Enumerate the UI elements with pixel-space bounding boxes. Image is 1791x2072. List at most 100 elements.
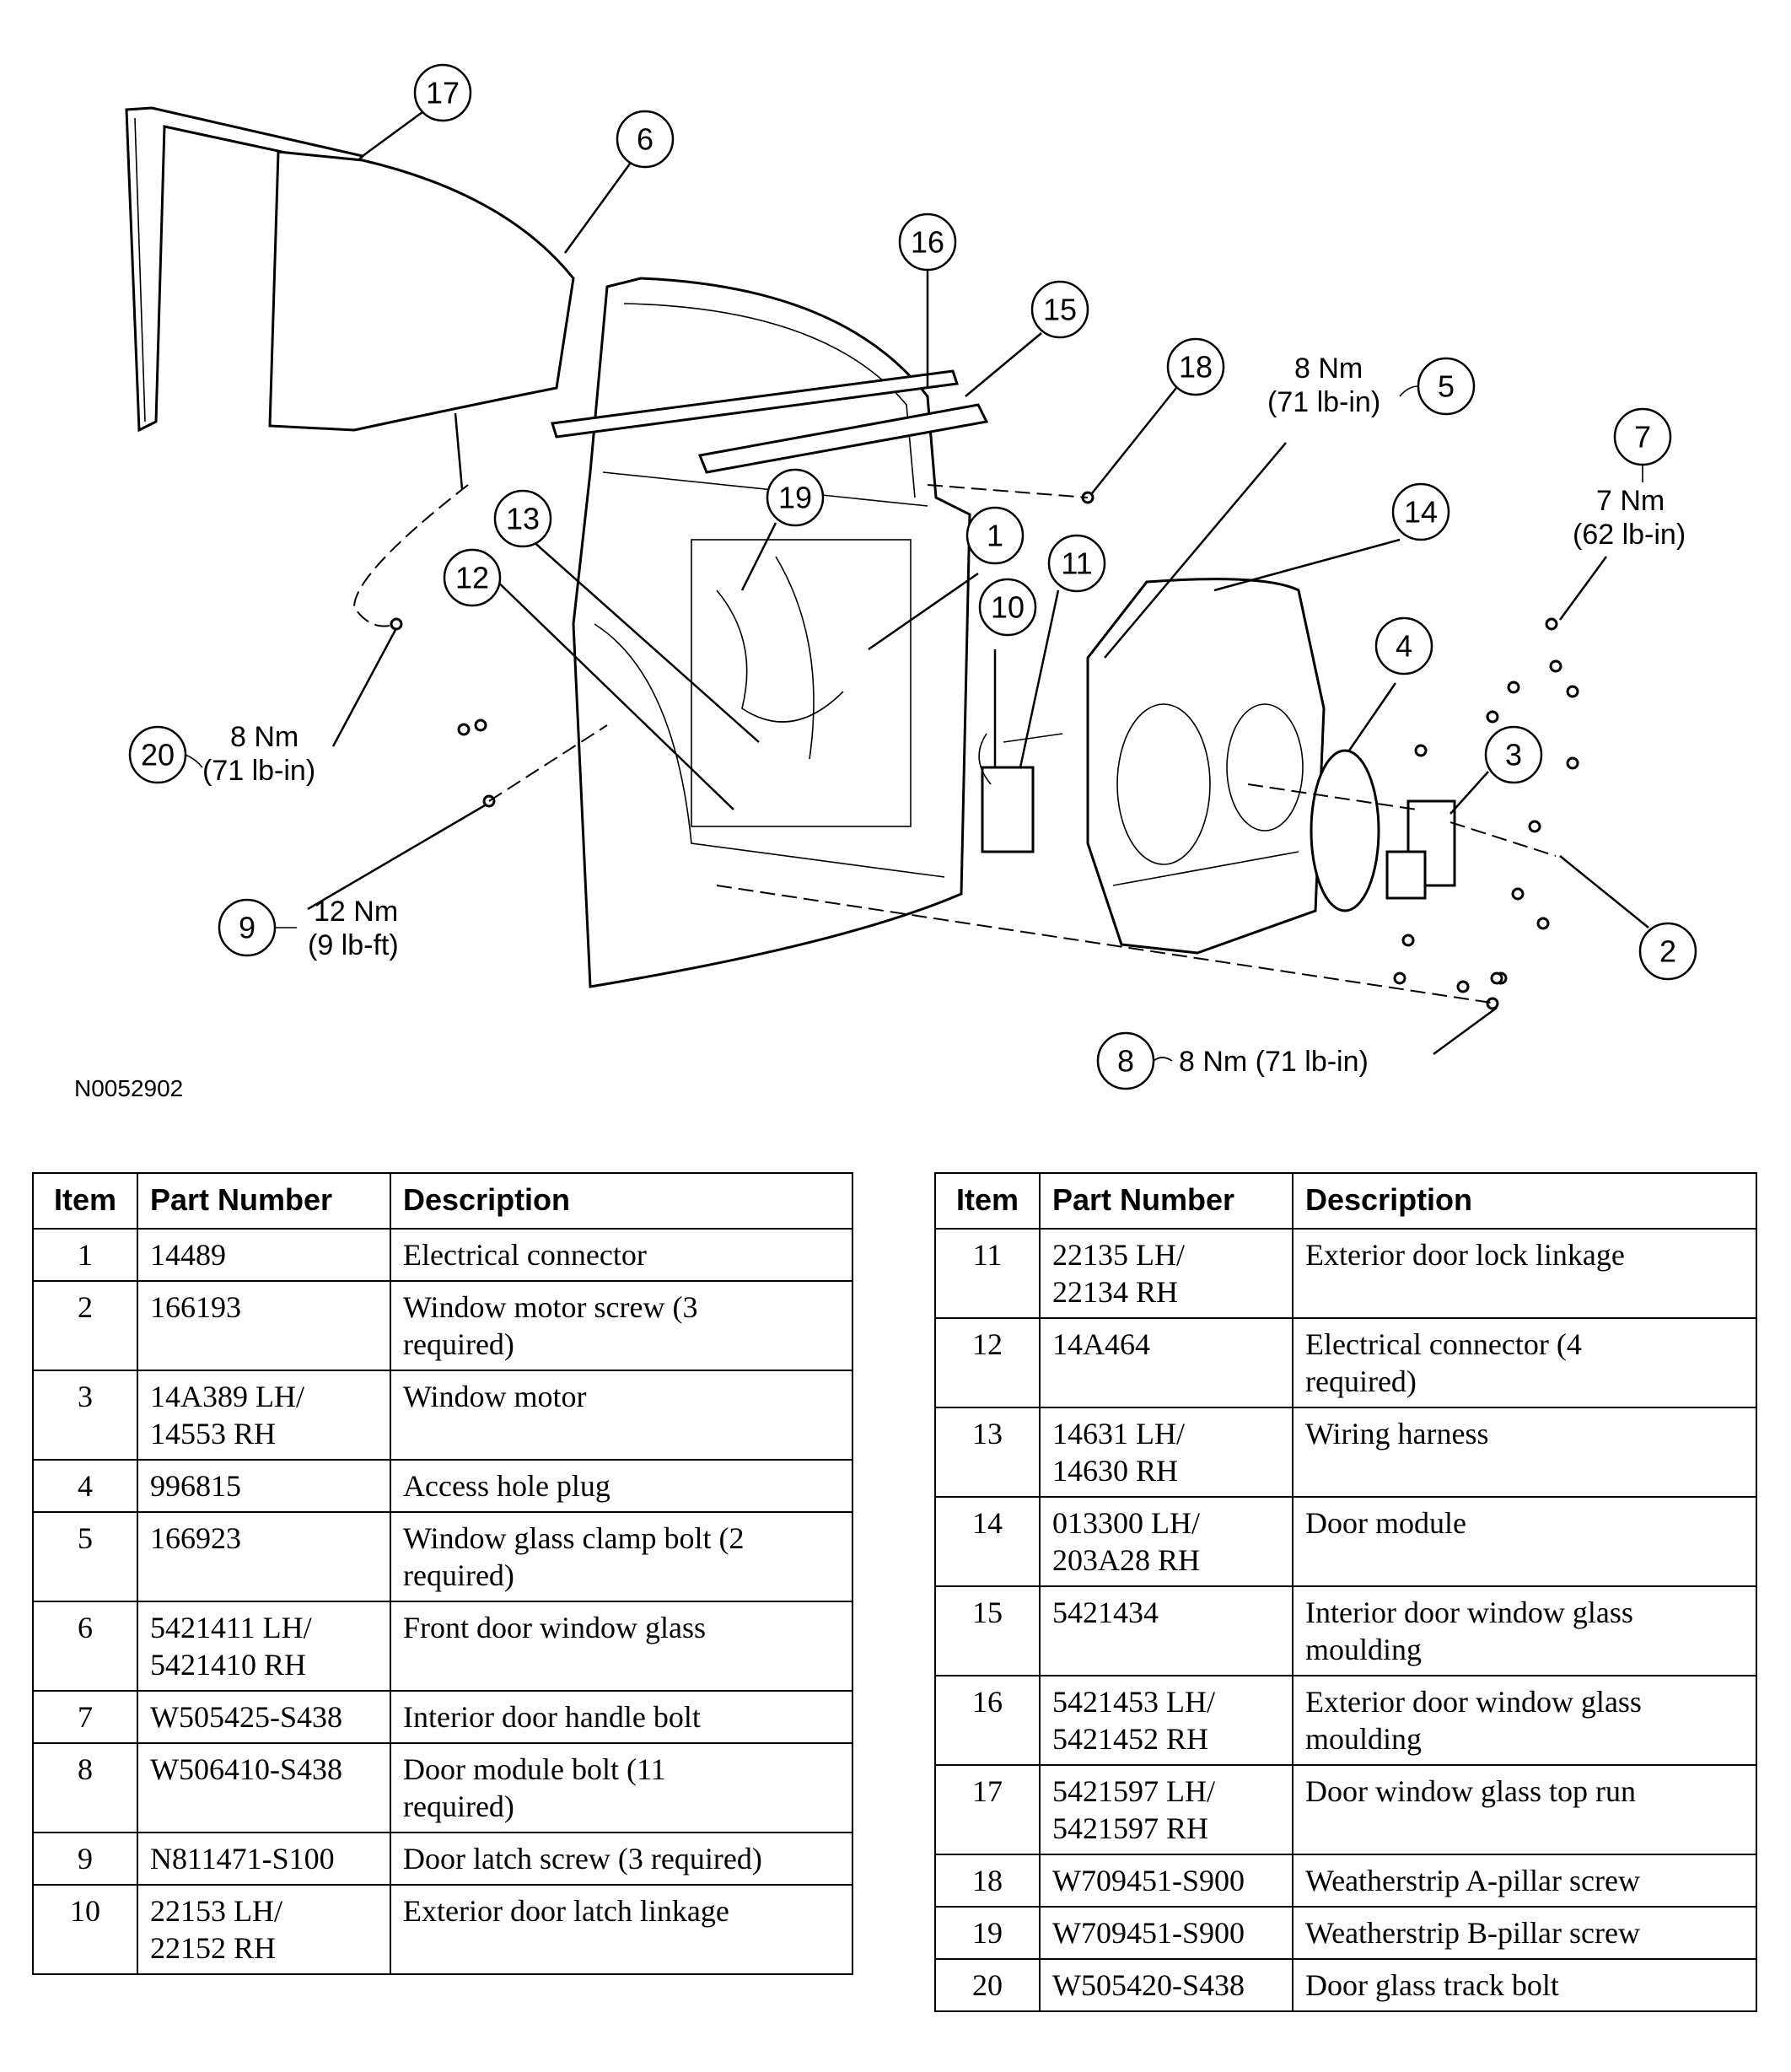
svg-text:6: 6 bbox=[637, 122, 653, 157]
cell-item: 7 bbox=[32, 1690, 138, 1744]
torque-labels: 8 Nm (71 lb-in) 7 Nm (62 lb-in) 8 Nm (71… bbox=[185, 353, 1686, 1078]
description-line: Exterior door lock linkage bbox=[1305, 1238, 1625, 1272]
torque-9-nm: 12 Nm bbox=[314, 896, 398, 928]
svg-text:10: 10 bbox=[991, 590, 1025, 625]
svg-text:12: 12 bbox=[455, 561, 489, 595]
cell-description: Weatherstrip A-pillar screw bbox=[1292, 1854, 1757, 1908]
part-number-line: 22134 RH bbox=[1052, 1275, 1179, 1309]
cell-part-number: 14631 LH/14630 RH bbox=[1039, 1407, 1294, 1498]
svg-text:7: 7 bbox=[1634, 420, 1651, 455]
description-line: Interior door handle bolt bbox=[403, 1700, 701, 1734]
cell-description: Door glass track bolt bbox=[1292, 1958, 1757, 2012]
callout-2: 2 bbox=[1638, 922, 1697, 981]
header-part-number: Part Number bbox=[137, 1172, 391, 1230]
svg-text:16: 16 bbox=[911, 225, 944, 260]
callout-4: 4 bbox=[1374, 616, 1433, 675]
leader-lines bbox=[307, 108, 1649, 1056]
part-number-line: 14630 RH bbox=[1052, 1454, 1179, 1488]
callout-18: 18 bbox=[1166, 337, 1225, 396]
description-line: required) bbox=[403, 1558, 514, 1592]
svg-text:4: 4 bbox=[1396, 629, 1412, 664]
torque-5-nm: 8 Nm bbox=[1294, 353, 1363, 385]
header-item: Item bbox=[32, 1172, 138, 1230]
cell-part-number: 14489 bbox=[137, 1228, 391, 1282]
cell-part-number: W709451-S900 bbox=[1039, 1906, 1294, 1960]
part-number-line: 996815 bbox=[150, 1469, 241, 1503]
part-number-line: 5421434 bbox=[1052, 1596, 1159, 1629]
header-part-number: Part Number bbox=[1039, 1172, 1294, 1230]
callout-15: 15 bbox=[1030, 280, 1089, 339]
callout-12: 12 bbox=[443, 548, 502, 607]
cell-item: 12 bbox=[934, 1317, 1041, 1408]
cell-item: 20 bbox=[934, 1958, 1041, 2012]
svg-text:8: 8 bbox=[1117, 1044, 1134, 1079]
exterior-moulding-part bbox=[551, 369, 959, 439]
cell-part-number: N811471-S100 bbox=[137, 1832, 391, 1886]
table-header-row: Item Part Number Description bbox=[934, 1172, 1757, 1230]
cell-part-number: 166193 bbox=[137, 1280, 391, 1371]
description-line: Exterior door window glass bbox=[1305, 1685, 1642, 1719]
torque-8: 8 Nm (71 lb-in) bbox=[1179, 1046, 1369, 1078]
cell-part-number: 14A464 bbox=[1039, 1317, 1294, 1408]
fasteners bbox=[390, 491, 1579, 1010]
part-number-line: 5421453 LH/ bbox=[1052, 1685, 1215, 1719]
svg-text:20: 20 bbox=[141, 738, 175, 772]
cell-description: Wiring harness bbox=[1292, 1407, 1757, 1498]
description-line: Window motor screw (3 bbox=[403, 1290, 698, 1324]
part-number-line: 166923 bbox=[150, 1521, 241, 1555]
cell-item: 3 bbox=[32, 1370, 138, 1461]
description-line: Access hole plug bbox=[403, 1469, 610, 1503]
svg-text:3: 3 bbox=[1505, 738, 1522, 772]
torque-20-nm: 8 Nm bbox=[230, 721, 298, 753]
door-module-part bbox=[1086, 578, 1326, 955]
part-number-line: W709451-S900 bbox=[1052, 1864, 1245, 1897]
cell-item: 14 bbox=[934, 1496, 1041, 1587]
part-number-line: 14553 RH bbox=[150, 1417, 277, 1450]
callout-9: 9 bbox=[218, 898, 277, 957]
cell-part-number: 14A389 LH/14553 RH bbox=[137, 1370, 391, 1461]
cell-item: 2 bbox=[32, 1280, 138, 1371]
torque-5-lb: (71 lb-in) bbox=[1267, 386, 1380, 418]
part-number-line: 203A28 RH bbox=[1052, 1543, 1201, 1577]
svg-text:14: 14 bbox=[1404, 495, 1438, 530]
part-number-line: 5421597 LH/ bbox=[1052, 1774, 1215, 1808]
cell-description: Window motor bbox=[390, 1370, 853, 1461]
part-number-line: W709451-S900 bbox=[1052, 1916, 1245, 1950]
description-line: Electrical connector bbox=[403, 1238, 647, 1272]
part-number-line: 14631 LH/ bbox=[1052, 1417, 1185, 1450]
torque-7-lb: (62 lb-in) bbox=[1573, 519, 1686, 551]
description-line: Door module bolt (11 bbox=[403, 1752, 666, 1786]
svg-text:15: 15 bbox=[1043, 293, 1077, 327]
description-line: required) bbox=[1305, 1364, 1417, 1398]
callout-7: 7 bbox=[1613, 407, 1672, 466]
callouts: 17 6 16 15 18 5 7 14 13 19 1 11 12 10 4 … bbox=[128, 63, 1697, 1090]
cell-part-number: 013300 LH/203A28 RH bbox=[1039, 1496, 1294, 1587]
table-row: 18 W709451-S900 Weatherstrip A-pillar scre… bbox=[934, 1854, 1757, 1908]
cell-item: 18 bbox=[934, 1854, 1041, 1908]
interior-moulding-part bbox=[697, 403, 989, 474]
cell-description: Door latch screw (3 required) bbox=[390, 1832, 853, 1886]
description-line: required) bbox=[403, 1789, 514, 1823]
torque-9-lb: (9 lb-ft) bbox=[308, 929, 399, 961]
part-number-line: 5421410 RH bbox=[150, 1648, 307, 1682]
cell-part-number: W506410-S438 bbox=[137, 1742, 391, 1833]
assembly-lines bbox=[352, 484, 1557, 1004]
svg-text:18: 18 bbox=[1179, 350, 1213, 385]
description-line: required) bbox=[403, 1327, 514, 1361]
